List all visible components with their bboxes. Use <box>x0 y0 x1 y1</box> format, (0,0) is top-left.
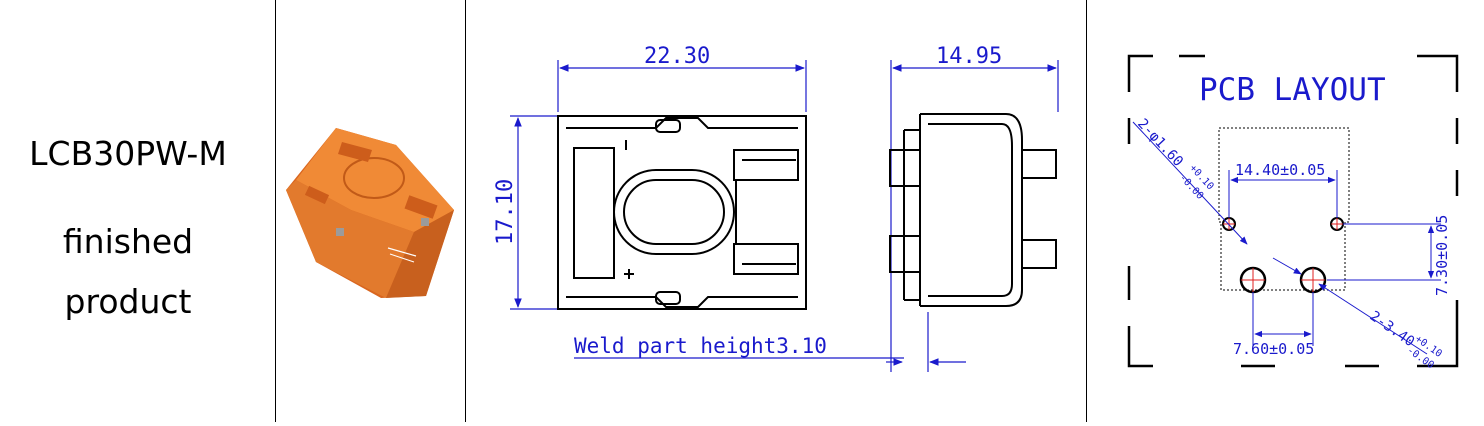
side-view <box>889 113 1057 307</box>
front-view <box>557 115 807 310</box>
dim-side-width-label: 14.95 <box>936 44 1002 69</box>
weld-height-label: Weld part height3.10 <box>574 334 827 358</box>
pcb-frame <box>1127 54 1459 368</box>
small-hole-label: 2-φ1.60 <box>1134 116 1186 170</box>
divider-2 <box>465 0 466 422</box>
spacing-bottom-label: 7.60±0.05 <box>1233 340 1314 358</box>
pcb-layout-cell: PCB LAYOUT 14.40±0.05 7.30±0.05 <box>1087 0 1484 422</box>
product-desc-line1: finished <box>62 222 194 261</box>
dim-width-label: 22.30 <box>644 44 710 69</box>
pcb-title: PCB LAYOUT <box>1199 72 1386 108</box>
dimension-weld-height: Weld part height3.10 <box>574 312 966 372</box>
dimension-drawing: 22.30 17.10 <box>493 44 1059 372</box>
large-hole-label: 2-3.40 <box>1367 308 1418 350</box>
product-desc-line2: product <box>64 282 192 321</box>
spacing-top: 14.40±0.05 <box>1228 161 1338 218</box>
pcb-holes <box>1222 217 1344 294</box>
product-image <box>286 128 454 298</box>
dimension-drawing-cell: 22.30 17.10 <box>466 0 1086 422</box>
dimension-height: 17.10 <box>493 115 564 310</box>
dim-height-label: 17.10 <box>493 179 518 245</box>
divider-1 <box>275 0 276 422</box>
pcb-footprint <box>1218 127 1350 291</box>
product-image-cell <box>276 0 465 422</box>
spacing-vertical-label: 7.30±0.05 <box>1433 215 1451 296</box>
spacing-bottom: 7.60±0.05 <box>1233 292 1314 358</box>
pcb-layout-drawing: PCB LAYOUT 14.40±0.05 7.30±0.05 <box>1127 54 1459 371</box>
dimension-width: 22.30 <box>557 44 807 112</box>
spacing-vertical: 7.30±0.05 <box>1327 215 1451 296</box>
divider-3 <box>1086 0 1087 422</box>
product-name-cell: LCB30PW-M finished product <box>0 0 275 422</box>
dimension-side-width: 14.95 <box>890 44 1059 372</box>
product-model: LCB30PW-M <box>29 134 227 173</box>
spacing-top-label: 14.40±0.05 <box>1235 161 1325 179</box>
